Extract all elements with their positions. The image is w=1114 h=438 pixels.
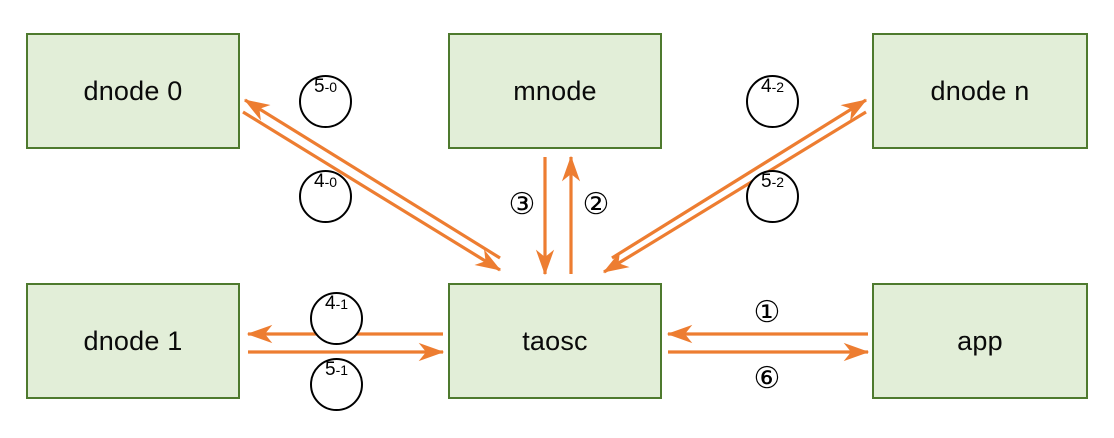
edge-label-4-0-sub: -0 [324,174,338,190]
edge-4-2-line [611,98,868,260]
edge-label-4-2: 4-2 [746,75,799,128]
edge-label-5-2-sub: -2 [771,174,785,190]
edge-label-4-1-main: 4 [324,293,336,314]
edge-label-5-0: 5-0 [299,75,352,128]
edge-5-2-line [602,110,867,274]
node-taosc-label: taosc [522,325,588,356]
edge-5-0-line [243,98,501,260]
edge-label-5-1: 5-1 [310,358,363,411]
edge-label-4-2-main: 4 [760,76,772,97]
edge-label-4-1-sub: -1 [335,296,349,312]
edge-label-5-2-main: 5 [760,171,772,192]
edge-label-1: ① [753,295,781,330]
node-dnode-0[interactable]: dnode 0 [26,33,240,149]
edge-label-4-0: 4-0 [299,170,352,223]
node-mnode-label: mnode [513,75,597,106]
edge-label-4-1: 4-1 [310,292,363,345]
node-dnode-n[interactable]: dnode n [872,33,1088,149]
edge-label-3: ③ [508,187,536,222]
edge-label-5-2: 5-2 [746,170,799,223]
edge-label-4-2-sub: -2 [771,79,785,95]
node-dnode-1[interactable]: dnode 1 [26,283,240,399]
node-app[interactable]: app [872,283,1088,399]
edge-label-5-1-sub: -1 [335,362,349,378]
node-dnode-0-label: dnode 0 [83,75,183,106]
node-dnode-n-label: dnode n [930,75,1030,106]
edge-label-5-0-sub: -0 [324,79,338,95]
edge-label-5-1-main: 5 [324,359,336,380]
edge-label-4-0-main: 4 [313,171,325,192]
edge-4-0-line [242,110,502,272]
edge-label-6: ⑥ [753,361,781,396]
node-mnode[interactable]: mnode [448,33,662,149]
edge-label-5-0-main: 5 [313,76,325,97]
edge-label-2: ② [582,187,610,222]
node-app-label: app [957,325,1003,356]
node-dnode-1-label: dnode 1 [83,325,183,356]
node-taosc[interactable]: taosc [448,283,662,399]
